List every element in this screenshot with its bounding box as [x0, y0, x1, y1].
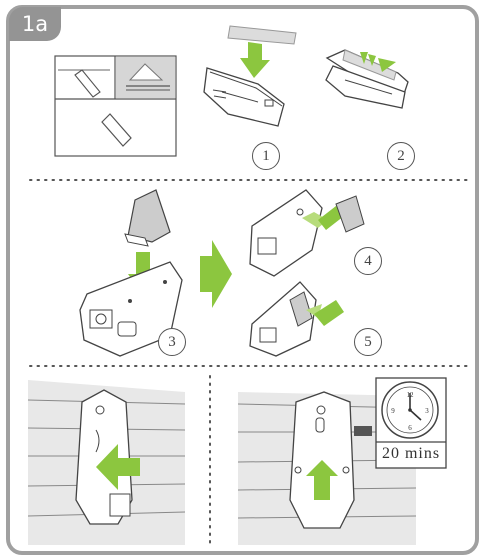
clock-numeral-12: 12 [407, 391, 415, 399]
step-number-4: 4 [354, 247, 382, 275]
clock-numeral-9: 9 [391, 407, 395, 415]
step-number-1: 1 [252, 142, 280, 170]
step-number-2: 2 [387, 142, 415, 170]
clock-caption: 20 mins [376, 442, 446, 466]
clock-numeral-3: 3 [425, 407, 429, 415]
step-number-5: 5 [354, 328, 382, 356]
clock-numeral-6: 6 [408, 424, 412, 432]
section-badge: 1a [9, 7, 61, 41]
step-number-3: 3 [158, 328, 186, 356]
